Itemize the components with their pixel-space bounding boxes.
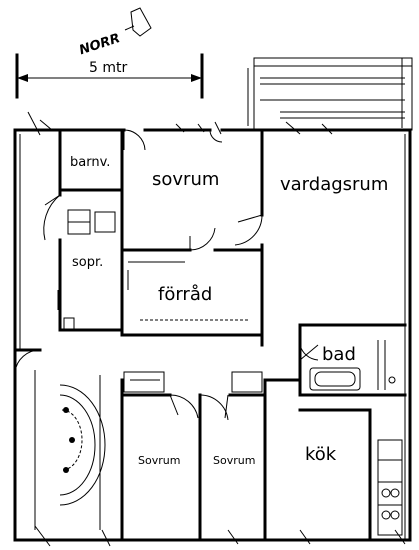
room-label-sovrum-left: Sovrum [138, 454, 180, 467]
room-label-bad: bad [322, 344, 356, 365]
room-label-sovrum-main: sovrum [152, 169, 219, 190]
scale-bar: 5 mtr [15, 53, 204, 99]
room-labels: barnv. sovrum vardagsrum sopr. förråd ba… [70, 155, 388, 467]
outer-walls [13, 128, 412, 542]
room-label-vardagsrum: vardagsrum [280, 174, 388, 195]
north-arrow: NORR [78, 7, 152, 58]
windows [27, 111, 406, 547]
balcony [247, 57, 413, 131]
bath-fixtures [309, 340, 396, 391]
room-label-forrad: förråd [158, 284, 212, 305]
room-label-barnv: barnv. [70, 155, 110, 170]
closet-details [57, 209, 263, 393]
north-label: NORR [78, 31, 123, 58]
scale-label: 5 mtr [89, 60, 127, 76]
room-label-sopr: sopr. [72, 255, 103, 270]
kitchen-fixtures [377, 439, 403, 536]
north-arrow-icon [130, 7, 152, 37]
room-label-kok: kök [305, 444, 337, 465]
room-label-sovrum-mid: Sovrum [213, 454, 255, 467]
doors [14, 129, 319, 421]
stair-area [34, 370, 106, 530]
